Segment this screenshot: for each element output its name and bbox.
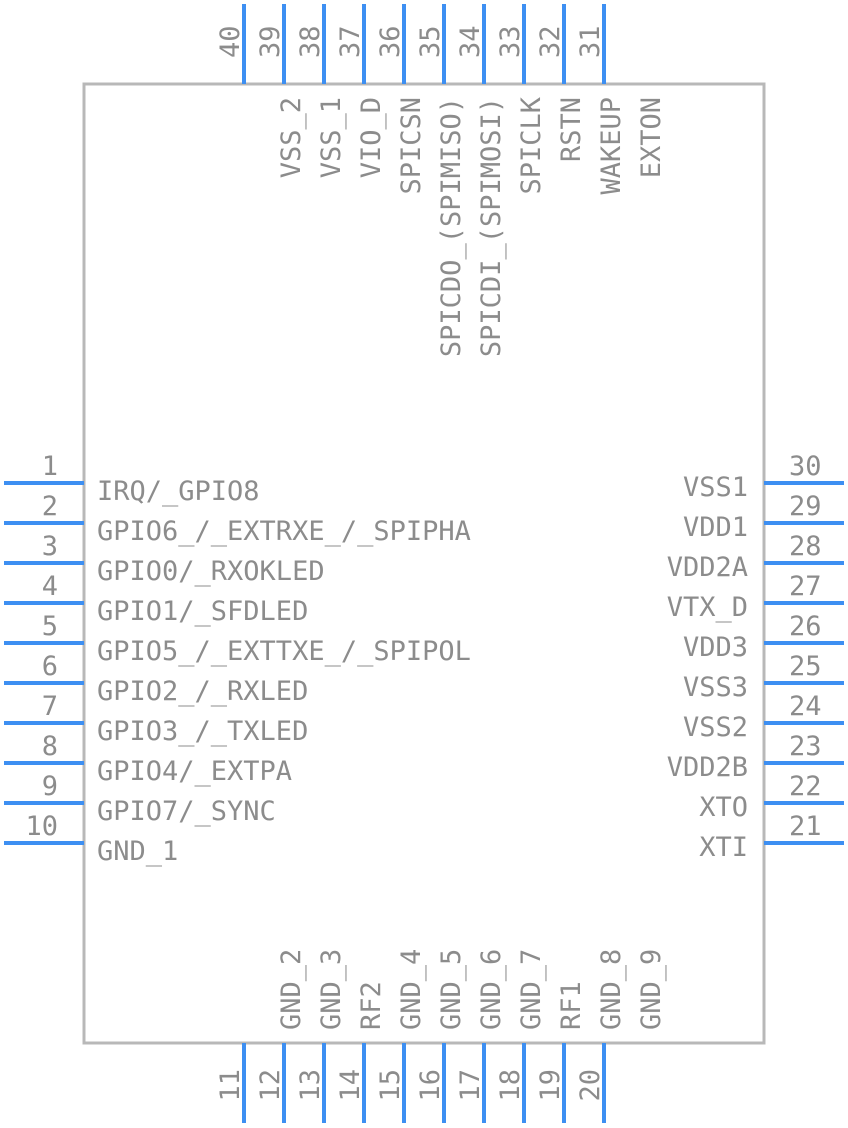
- pin-label: GND_8: [596, 949, 627, 1030]
- pin-label: GPIO5_/_EXTTXE_/_SPIPOL: [97, 636, 471, 667]
- pin-number: 29: [789, 491, 822, 522]
- pin-label: XTI: [699, 832, 748, 863]
- pin-label: VDD2B: [667, 752, 748, 783]
- pin-number: 28: [789, 531, 822, 562]
- pin-label: SPICSN: [396, 97, 427, 195]
- pin-label: GND_7: [516, 949, 547, 1030]
- pin-number: 17: [455, 1069, 486, 1102]
- pin-number: 39: [255, 25, 286, 58]
- pin-label: GND_2: [276, 949, 307, 1030]
- pin-label: GND_6: [476, 949, 507, 1030]
- pin-number: 19: [535, 1069, 566, 1102]
- pin-number: 4: [42, 571, 58, 602]
- pin-label: GPIO3_/_TXLED: [97, 716, 308, 747]
- pin-label: GPIO1/_SFDLED: [97, 596, 308, 627]
- pin-number: 24: [789, 691, 822, 722]
- pin-label: GND_3: [316, 949, 347, 1030]
- pin-number: 31: [575, 25, 606, 58]
- pin-label: VIO_D: [356, 97, 387, 178]
- pin-label: GND_5: [436, 949, 467, 1030]
- pin-label: VSS1: [683, 472, 748, 503]
- pin-number: 20: [575, 1069, 606, 1102]
- pin-number: 40: [215, 25, 246, 58]
- pin-number: 36: [375, 25, 406, 58]
- pin-label: RSTN: [556, 97, 587, 162]
- pin-label: GPIO2_/_RXLED: [97, 676, 308, 707]
- pin-number: 23: [789, 731, 822, 762]
- pin-number: 11: [215, 1069, 246, 1102]
- pin-number: 30: [789, 451, 822, 482]
- pin-number: 1: [42, 451, 58, 482]
- pin-label: GND_9: [636, 949, 667, 1030]
- pin-label: SPICDO_(SPIMISO): [436, 97, 467, 357]
- pin-label: GPIO7/_SYNC: [97, 796, 276, 827]
- pin-label: GND_4: [396, 949, 427, 1030]
- pin-label: WAKEUP: [596, 97, 627, 195]
- pin-number: 18: [495, 1069, 526, 1102]
- pin-label: VSS3: [683, 672, 748, 703]
- pin-label: VDD2A: [667, 552, 748, 583]
- pin-number: 16: [415, 1069, 446, 1102]
- pin-number: 25: [789, 651, 822, 682]
- pin-number: 7: [42, 691, 58, 722]
- pin-label: RF2: [356, 981, 387, 1030]
- pin-number: 5: [42, 611, 58, 642]
- pin-number: 27: [789, 571, 822, 602]
- pin-number: 10: [25, 811, 58, 842]
- pin-number: 3: [42, 531, 58, 562]
- pin-number: 32: [535, 25, 566, 58]
- pin-number: 8: [42, 731, 58, 762]
- pin-number: 35: [415, 25, 446, 58]
- pin-number: 26: [789, 611, 822, 642]
- pin-label: VTX_D: [667, 592, 748, 623]
- pin-label: GPIO4/_EXTPA: [97, 756, 292, 787]
- pin-number: 22: [789, 771, 822, 802]
- pin-label: GPIO6_/_EXTRXE_/_SPIPHA: [97, 516, 471, 547]
- pin-label: GPIO0/_RXOKLED: [97, 556, 325, 587]
- pin-number: 6: [42, 651, 58, 682]
- pin-number: 14: [335, 1069, 366, 1102]
- pin-label: EXTON: [636, 97, 667, 178]
- pin-number: 38: [295, 25, 326, 58]
- pin-number: 21: [789, 811, 822, 842]
- pin-label: XTO: [699, 792, 748, 823]
- pin-label: SPICDI_(SPIMOSI): [476, 97, 507, 357]
- pin-number: 37: [335, 25, 366, 58]
- pin-label: SPICLK: [516, 96, 547, 194]
- pin-number: 12: [255, 1069, 286, 1102]
- pin-label: RF1: [556, 981, 587, 1030]
- pin-number: 15: [375, 1069, 406, 1102]
- pin-number: 34: [455, 25, 486, 58]
- pin-label: GND_1: [97, 836, 178, 867]
- pin-label: VSS_1: [316, 97, 347, 178]
- pin-label: VSS2: [683, 712, 748, 743]
- pin-number: 2: [42, 491, 58, 522]
- pin-number: 9: [42, 771, 58, 802]
- pin-label: VSS_2: [276, 97, 307, 178]
- pin-label: VDD1: [683, 512, 748, 543]
- pin-label: IRQ/_GPIO8: [97, 476, 260, 507]
- pin-label: VDD3: [683, 632, 748, 663]
- pin-number: 13: [295, 1069, 326, 1102]
- pin-number: 33: [495, 25, 526, 58]
